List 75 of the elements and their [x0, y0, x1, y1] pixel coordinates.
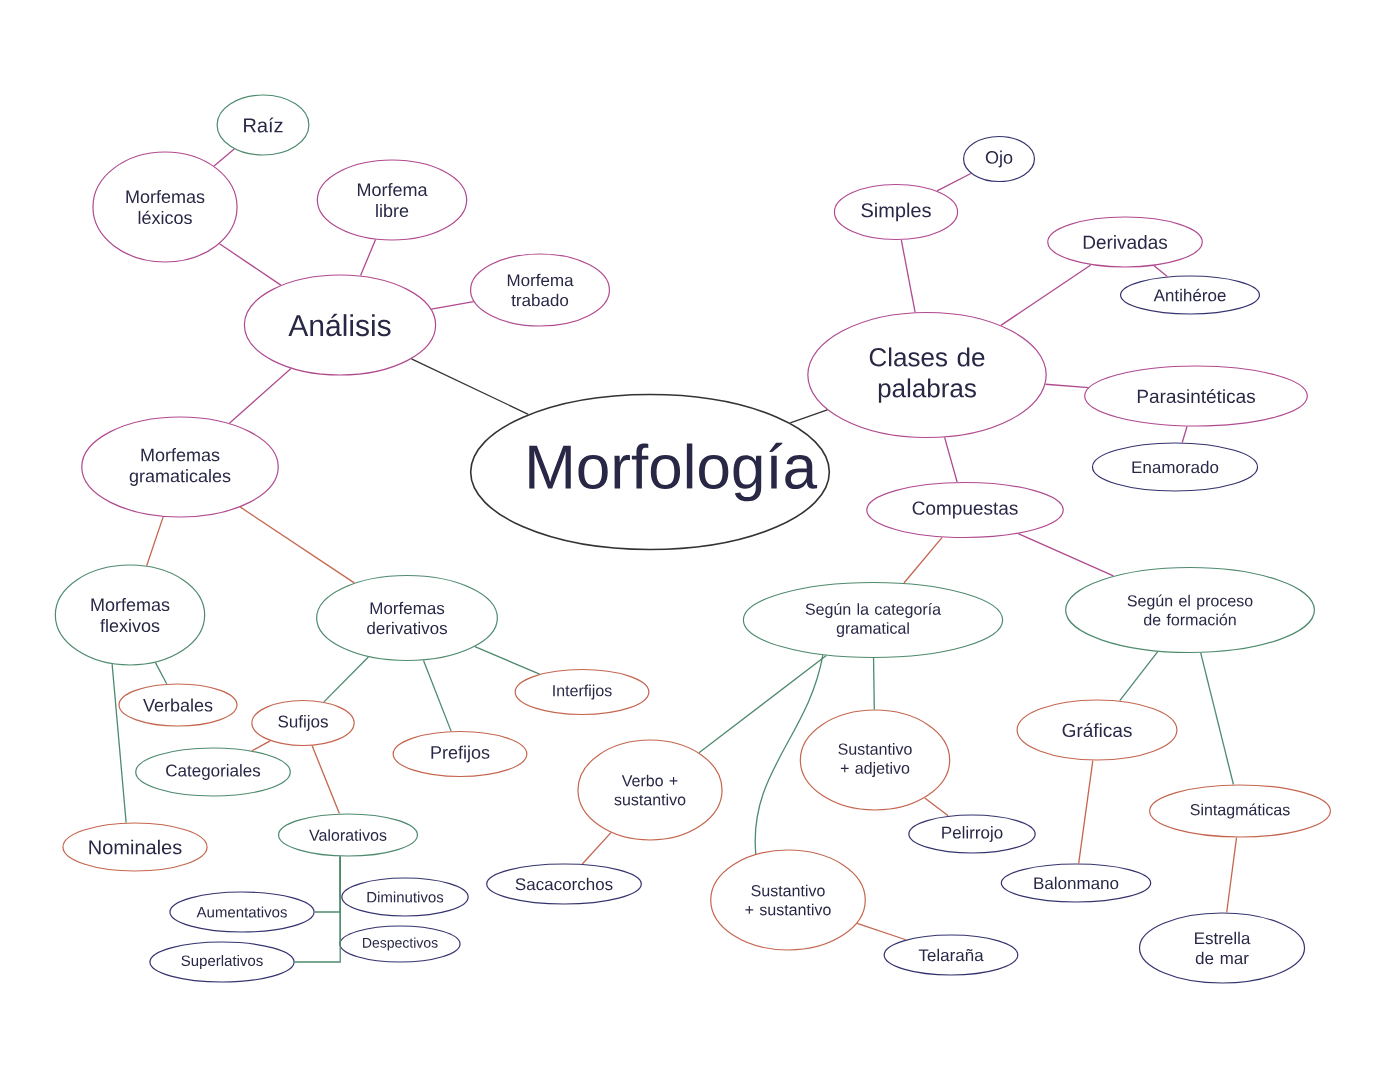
- connector-line: [943, 436, 958, 483]
- connector-line: [1226, 836, 1238, 914]
- concept-bubble: Morfemas léxicos: [92, 151, 238, 263]
- concept-bubble: Morfema trabado: [469, 253, 611, 327]
- concept-bubble: Ojo: [963, 135, 1036, 183]
- connector-line: [239, 506, 355, 584]
- concept-bubble: Prefijos: [392, 730, 528, 778]
- connector-line: [1017, 533, 1115, 577]
- concept-bubble: Interfijos: [514, 668, 650, 716]
- concept-bubble: Pelirrojo: [908, 814, 1036, 854]
- connector-line: [900, 239, 916, 313]
- connector-line: [789, 409, 828, 424]
- connector-line: [422, 659, 452, 732]
- concept-bubble: Clases de palabras: [807, 311, 1047, 439]
- connector-line: [218, 243, 282, 286]
- concept-bubble: Parasintéticas: [1084, 365, 1308, 427]
- connector-line: [698, 654, 827, 754]
- connector-line: [154, 662, 168, 685]
- connector-line: [872, 657, 875, 711]
- connector-line: [924, 797, 949, 817]
- connector-line: [1119, 651, 1159, 702]
- concept-bubble: Según la categoría gramatical: [742, 581, 1004, 659]
- concept-bubble: Morfemas gramaticales: [81, 416, 279, 518]
- connector-line: [228, 367, 292, 424]
- connector-line: [146, 516, 164, 567]
- concept-bubble: Sufijos: [251, 699, 355, 747]
- concept-bubble: Verbales: [118, 683, 238, 727]
- connector-line: [251, 740, 271, 752]
- concept-bubble: Derivadas: [1047, 216, 1203, 268]
- concept-bubble: Sustantivo + adjetivo: [799, 709, 951, 811]
- concept-bubble: Sustantivo + sustantivo: [710, 849, 866, 951]
- concept-bubble: Despectivos: [339, 925, 461, 963]
- connector-line: [856, 922, 907, 941]
- concept-bubble: Estrella de mar: [1138, 912, 1306, 984]
- connector-line: [1044, 383, 1090, 389]
- connector-line: [213, 148, 235, 167]
- concept-bubble: Morfemas derivativos: [316, 574, 498, 662]
- concept-bubble: Categoriales: [135, 747, 291, 797]
- concept-bubble: Morfema libre: [316, 159, 468, 241]
- connector-line: [903, 536, 943, 584]
- connector-line: [323, 656, 369, 703]
- concept-bubble: Superlativos: [149, 941, 295, 983]
- connector-line: [359, 238, 377, 277]
- concept-bubble: Antihéroe: [1120, 275, 1261, 315]
- concept-bubble: Según el proceso de formación: [1065, 566, 1315, 654]
- connector-line: [754, 654, 824, 855]
- concept-bubble: Telaraña: [883, 934, 1019, 976]
- concept-bubble: Gráficas: [1016, 699, 1178, 761]
- concept-bubble: Sacacorchos: [486, 863, 642, 905]
- connector-line: [936, 172, 972, 192]
- concept-bubble: Sintagmáticas: [1149, 784, 1331, 838]
- connector-line: [1181, 425, 1188, 444]
- concept-bubble: Simples: [833, 183, 959, 241]
- concept-bubble: Balonmano: [1000, 863, 1152, 903]
- connector-line: [410, 358, 529, 415]
- connector-line: [1153, 265, 1168, 278]
- connector-line: [111, 663, 127, 824]
- connector-line: [581, 832, 612, 865]
- concept-bubble: Verbo + sustantivo: [577, 739, 723, 841]
- connector-line: [338, 855, 341, 945]
- concept-bubble: Morfemas flexivos: [54, 564, 206, 666]
- connector-line: [1200, 652, 1235, 786]
- concept-bubble: Enamorado: [1091, 442, 1259, 492]
- connector-line: [1078, 759, 1094, 865]
- concept-bubble: Valorativos: [277, 813, 419, 857]
- concept-bubble: Compuestas: [866, 481, 1064, 539]
- connector-line: [1000, 264, 1092, 326]
- concept-bubble: Nominales: [62, 822, 208, 872]
- concept-bubble: Análisis: [243, 274, 437, 376]
- connector-line: [474, 646, 541, 675]
- concept-bubble: Diminutivos: [341, 877, 469, 917]
- concept-bubble: Raíz: [216, 94, 310, 156]
- concept-bubble: Aumentativos: [169, 891, 315, 933]
- connector-line: [430, 301, 475, 310]
- connector-line: [311, 745, 341, 815]
